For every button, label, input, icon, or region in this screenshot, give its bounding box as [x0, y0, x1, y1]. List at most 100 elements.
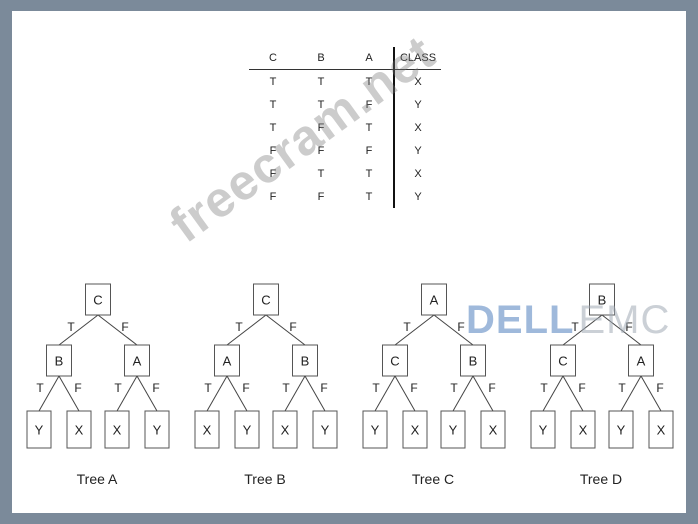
edge-label: T [204, 381, 212, 395]
table-cell: T [365, 190, 373, 203]
edge-label: T [571, 320, 579, 334]
table-cell: F [365, 144, 373, 157]
leaf-node-label: Y [617, 423, 626, 438]
edge-label: F [121, 320, 128, 334]
table-cell: T [317, 75, 325, 88]
table-header-row: C B A CLASS [249, 47, 441, 70]
edge-label: T [618, 381, 626, 395]
table-cell: T [317, 98, 325, 111]
root-node: C [85, 283, 111, 316]
internal-node-label: A [223, 354, 232, 369]
table-row: T F T X [249, 116, 441, 139]
table-cell: F [317, 144, 325, 157]
leaf-node-label: X [75, 423, 84, 438]
edge-label: T [372, 381, 380, 395]
table-row: F T T X [249, 162, 441, 185]
table-cell: F [365, 98, 373, 111]
internal-node: C [382, 344, 408, 377]
table-cell: Y [393, 93, 441, 116]
table-cell: T [269, 98, 277, 111]
leaf-node-label: X [657, 423, 666, 438]
root-node-label: A [430, 293, 439, 308]
leaf-node: Y [234, 410, 260, 449]
edge-label: T [36, 381, 44, 395]
leaf-node: Y [530, 410, 556, 449]
root-node: C [253, 283, 279, 316]
edge-label: F [656, 381, 663, 395]
tree-edge [433, 314, 474, 346]
tree-edge [394, 314, 435, 346]
internal-node: A [214, 344, 240, 377]
tree-edge [38, 375, 60, 412]
table-cell: F [317, 121, 325, 134]
table-cell: X [393, 116, 441, 139]
root-node-label: C [261, 293, 270, 308]
root-node: A [421, 283, 447, 316]
table-cell: Y [393, 139, 441, 162]
leaf-node: Y [440, 410, 466, 449]
leaf-node: X [272, 410, 298, 449]
leaf-node: X [570, 410, 596, 449]
leaf-node: X [480, 410, 506, 449]
internal-node: A [124, 344, 150, 377]
tree-edge [562, 314, 603, 346]
leaf-node-label: Y [449, 423, 458, 438]
edge-label: F [74, 381, 81, 395]
tree-edge [640, 375, 662, 412]
leaf-node-label: Y [243, 423, 252, 438]
leaf-node-label: Y [321, 423, 330, 438]
edge-label: F [578, 381, 585, 395]
leaf-node: Y [26, 410, 52, 449]
table-cell: T [365, 75, 373, 88]
leaf-node: Y [312, 410, 338, 449]
internal-node-label: A [637, 354, 646, 369]
column-header: A [345, 47, 394, 70]
table-cell: T [365, 121, 373, 134]
tree-edge [58, 314, 99, 346]
leaf-node: X [104, 410, 130, 449]
tree-edge [116, 375, 138, 412]
table-cell: T [269, 121, 277, 134]
table-row: T T T X [249, 69, 441, 93]
internal-node: C [550, 344, 576, 377]
tree-edge [394, 375, 416, 412]
tree-edge [206, 375, 228, 412]
tree-edge [58, 375, 80, 412]
root-node: B [589, 283, 615, 316]
table-cell: X [393, 69, 441, 93]
leaf-node-label: X [489, 423, 498, 438]
table-row: F F T Y [249, 185, 441, 208]
tree-caption: Tree A [77, 471, 118, 487]
tree-edge [265, 314, 306, 346]
root-node-label: B [598, 293, 607, 308]
internal-node-label: C [390, 354, 399, 369]
table-cell: F [317, 190, 325, 203]
table-cell: T [269, 75, 277, 88]
table-row: T T F Y [249, 93, 441, 116]
internal-node: B [460, 344, 486, 377]
leaf-node: X [648, 410, 674, 449]
tree-edge [562, 375, 584, 412]
edge-label: F [242, 381, 249, 395]
edge-label: F [410, 381, 417, 395]
tree-edge [452, 375, 474, 412]
leaf-node: X [66, 410, 92, 449]
edge-label: T [282, 381, 290, 395]
internal-node-label: B [301, 354, 310, 369]
truth-table: C B A CLASS T T T X T T F Y T F T [249, 47, 441, 208]
tree-edge [472, 375, 494, 412]
leaf-node: Y [144, 410, 170, 449]
table-cell: F [269, 167, 277, 180]
tree-edge [620, 375, 642, 412]
column-header: C [249, 47, 297, 70]
table-cell: T [317, 167, 325, 180]
edge-label: T [403, 320, 411, 334]
internal-node-label: B [55, 354, 64, 369]
logo-brand: DELL [466, 298, 575, 342]
edge-label: T [114, 381, 122, 395]
logo-suffix: EMC [578, 298, 671, 342]
